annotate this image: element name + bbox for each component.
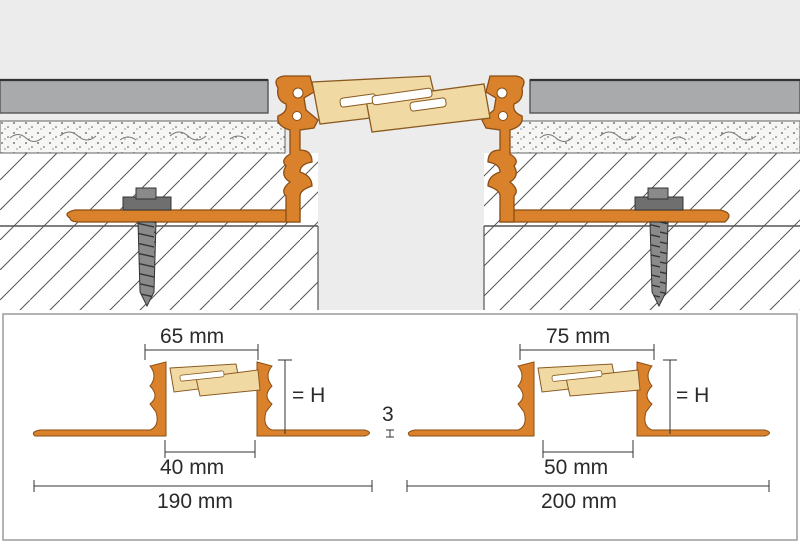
right-top-width-label: 75 mm <box>546 325 610 348</box>
right-bottom-width-label: 50 mm <box>544 456 608 479</box>
right-flange <box>499 209 730 223</box>
left-screw <box>122 187 172 308</box>
sliding-insert <box>311 75 491 133</box>
right-profile-leg <box>481 75 525 223</box>
left-dimension-lines <box>33 344 373 492</box>
right-screw <box>634 187 684 308</box>
left-bottom-width-label: 40 mm <box>160 456 224 479</box>
right-tile <box>529 79 800 114</box>
left-tile <box>0 79 269 114</box>
cross-section <box>0 0 800 310</box>
right-dimension-lines <box>406 344 770 492</box>
left-flange <box>66 209 301 223</box>
left-height-label: = H <box>292 384 325 407</box>
left-profile-leg <box>275 75 319 223</box>
right-detail-profile <box>407 361 770 437</box>
right-height-label: = H <box>676 384 709 407</box>
left-detail-profile <box>32 361 370 437</box>
left-substrate <box>0 78 318 310</box>
dimension-panel: 65 mm 40 mm 190 mm = H 3 75 mm 50 mm 200… <box>2 313 798 541</box>
right-substrate <box>484 78 800 310</box>
right-total-width-label: 200 mm <box>541 490 617 513</box>
left-top-width-label: 65 mm <box>160 325 224 348</box>
thickness-marker <box>386 429 394 438</box>
joint-gap <box>318 110 484 310</box>
left-total-width-label: 190 mm <box>157 490 233 513</box>
thickness-label: 3 <box>382 403 394 426</box>
